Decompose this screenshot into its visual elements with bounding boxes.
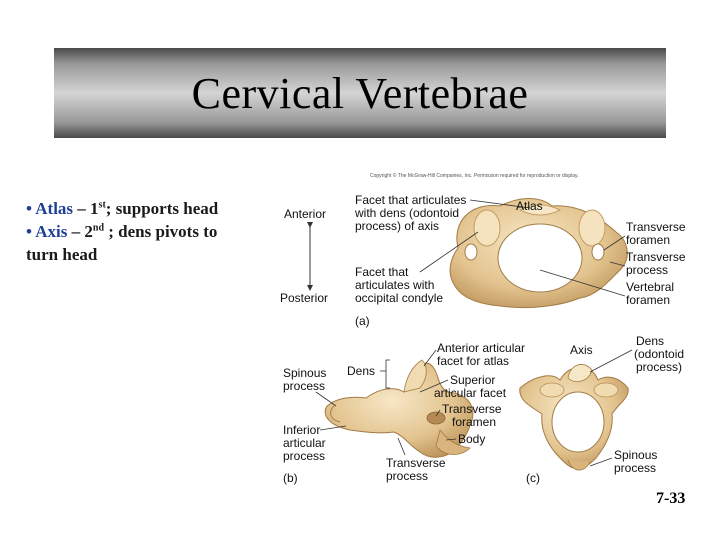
label-posterior: Posterior	[280, 291, 328, 305]
label-transverse-process-2: process	[626, 263, 668, 277]
axis-vertebral-foramen-hole	[551, 391, 605, 453]
atlas-illustration	[449, 198, 628, 309]
label-c-dens-2: (odontoid	[634, 347, 684, 361]
label-c-dens-1: Dens	[636, 334, 664, 348]
bullet-axis: • Axis – 2nd ; dens pivots to	[26, 220, 276, 243]
leader-line	[419, 231, 479, 273]
label-c-spinous-1: Spinous	[614, 448, 657, 462]
label-b-trans-foramen-2: foramen	[452, 415, 496, 429]
leader-line	[397, 437, 406, 456]
bullet-sep: – 1	[73, 199, 99, 218]
label-facet-occ-3: occipital condyle	[355, 291, 443, 305]
bullet-axis-cont: turn head	[26, 245, 98, 264]
axis-superior-illustration	[519, 364, 629, 471]
label-facet-dens-3: process) of axis	[355, 219, 439, 233]
leader-line	[319, 425, 347, 431]
label-b-spinous-1: Spinous	[283, 366, 326, 380]
bullet-sup: nd	[92, 222, 105, 234]
label-b-dens: Dens	[347, 364, 375, 378]
label-b-trans-process-2: process	[386, 469, 428, 483]
label-c-dens-3: process)	[636, 360, 682, 374]
bracket	[385, 359, 390, 389]
leader-line	[423, 349, 437, 367]
bullet-list: • Atlas – 1st; supports head • Axis – 2n…	[26, 197, 276, 266]
leader-line	[419, 379, 449, 393]
leader-line	[435, 409, 441, 417]
title-bar: Cervical Vertebrae	[54, 48, 666, 138]
label-b-ant-facet-2: facet for atlas	[437, 354, 509, 368]
leader-line	[315, 391, 337, 407]
bullet-term-atlas: Atlas	[35, 199, 74, 218]
label-b-inferior-2: articular	[283, 436, 326, 450]
label-b-trans-process-1: Transverse	[386, 456, 446, 470]
bullet-marker: •	[26, 222, 32, 241]
label-facet-dens-1: Facet that articulates	[355, 193, 466, 207]
label-b-spinous-2: process	[283, 379, 325, 393]
label-c-spinous-2: process	[614, 461, 656, 475]
label-facet-occ-2: articulates with	[355, 278, 434, 292]
bullet-atlas: • Atlas – 1st; supports head	[26, 197, 276, 220]
leader-line	[445, 438, 457, 441]
bullet-rest: ; dens pivots to	[104, 222, 218, 241]
vertebral-foramen-hole	[497, 223, 583, 293]
leader-line	[469, 199, 531, 209]
axis-lateral-illustration	[324, 359, 474, 458]
bullet-rest: ; supports head	[105, 199, 219, 218]
bullet-marker: •	[26, 199, 32, 218]
leader-line	[603, 235, 626, 251]
copyright-note: Copyright © The McGraw-Hill Companies, I…	[370, 172, 579, 179]
label-facet-dens-2: with dens (odontoid	[354, 206, 459, 220]
slide-title: Cervical Vertebrae	[191, 68, 529, 118]
label-vertebral-foramen-2: foramen	[626, 293, 670, 307]
bullet-term-axis: Axis	[35, 222, 68, 241]
panel-label-c: (c)	[526, 471, 540, 485]
label-c-axis: Axis	[570, 343, 593, 357]
label-b-body: Body	[458, 432, 485, 446]
label-b-inferior-1: Inferior	[283, 423, 320, 437]
label-transverse-foramen-2: foramen	[626, 233, 670, 247]
bullet-sup: st	[98, 199, 106, 211]
label-b-sup-facet-2: articular facet	[434, 386, 507, 400]
leader-line	[589, 349, 633, 373]
leader-line	[539, 269, 626, 297]
panel-label-b: (b)	[283, 471, 298, 485]
label-facet-occ-1: Facet that	[355, 265, 409, 279]
label-b-inferior-3: process	[283, 449, 325, 463]
label-b-ant-facet-1: Anterior articular	[437, 341, 525, 355]
leader-line	[609, 261, 626, 267]
label-atlas: Atlas	[516, 199, 543, 213]
label-transverse-process-1: Transverse	[626, 250, 686, 264]
label-b-trans-foramen-1: Transverse	[442, 402, 502, 416]
panel-label-a: (a)	[355, 314, 370, 328]
label-b-sup-facet-1: Superior	[450, 373, 495, 387]
bullet-sep: – 2	[67, 222, 93, 241]
leader-line	[589, 457, 613, 467]
slide-number: 7-33	[656, 490, 686, 507]
label-transverse-foramen-1: Transverse	[626, 220, 686, 234]
label-vertebral-foramen-1: Vertebral	[626, 280, 674, 294]
label-anterior: Anterior	[284, 207, 326, 221]
